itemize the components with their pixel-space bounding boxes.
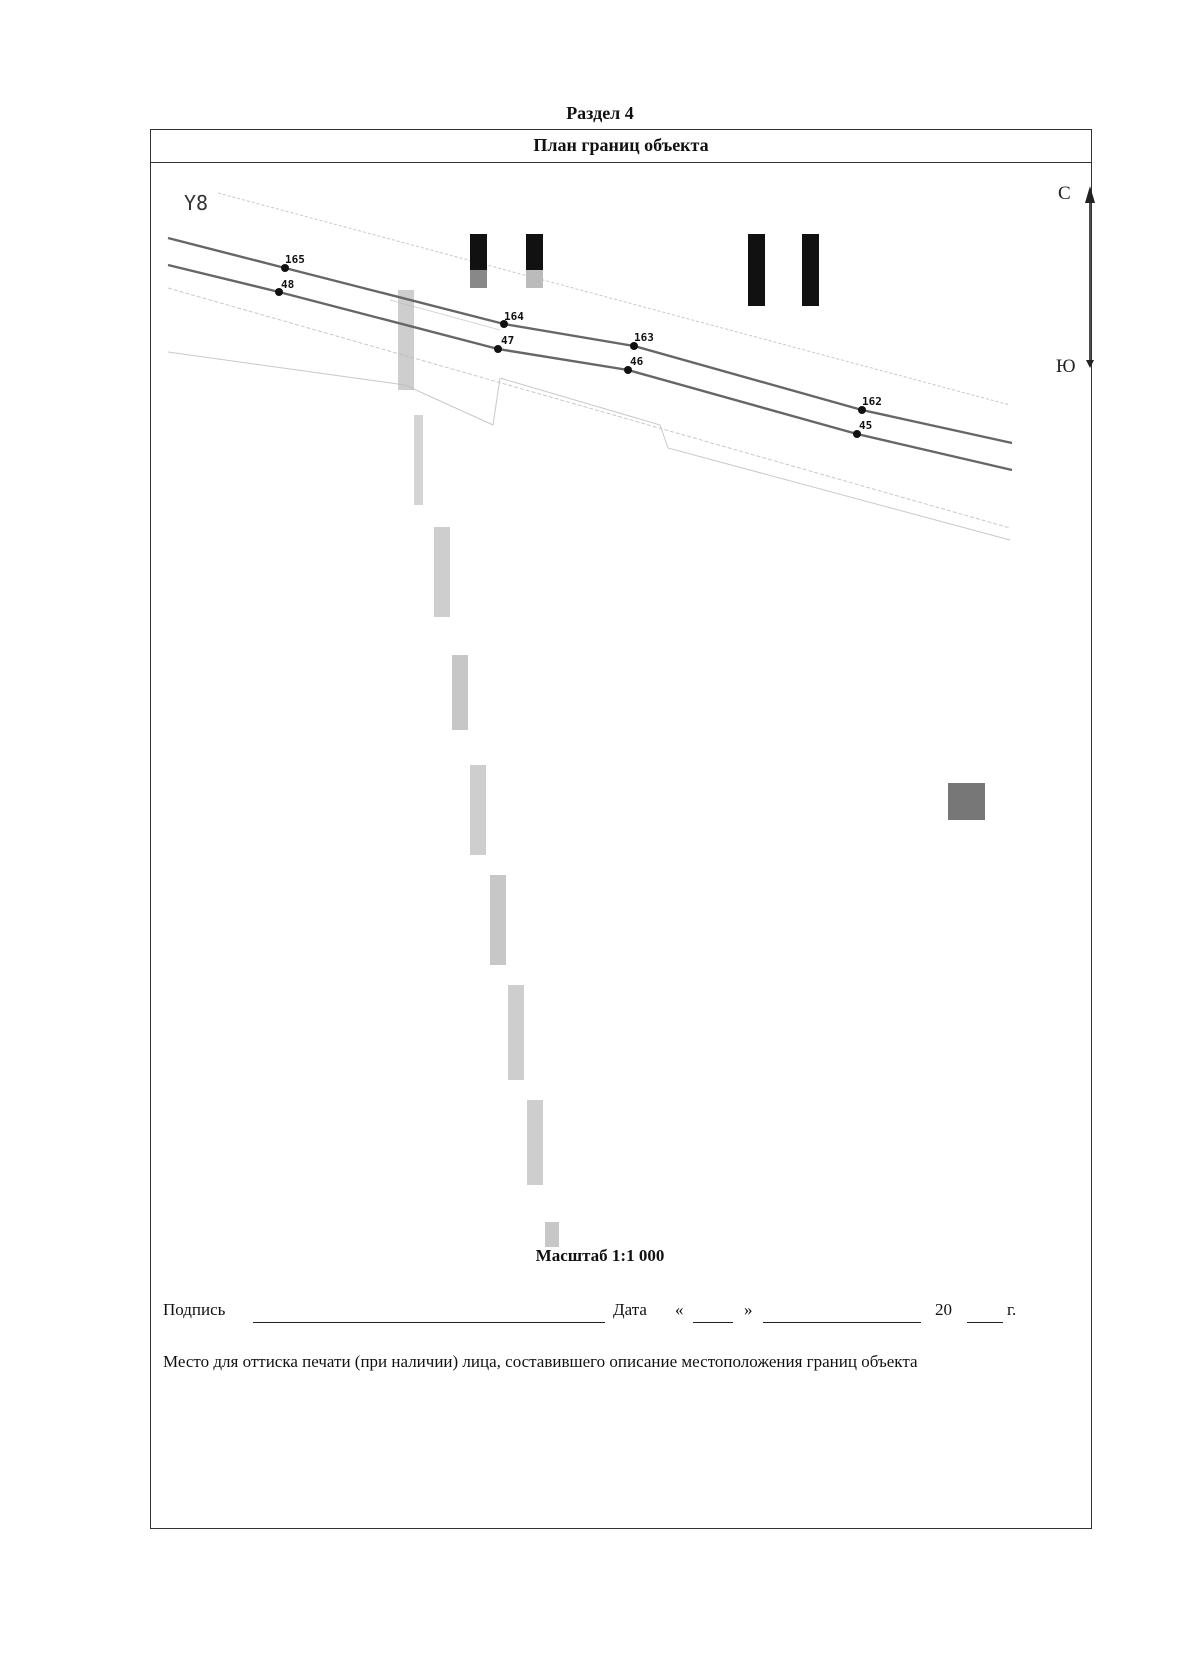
boundary-point-labels: 165 48 164 47 163 46 162 45 <box>281 253 882 432</box>
signature-row: Подпись Дата « » 20 г. <box>163 1300 1083 1328</box>
boundary-point-162 <box>858 406 866 414</box>
date-year-line <box>967 1322 1003 1323</box>
section-label: Раздел 4 <box>566 103 634 123</box>
map-sheet-label: Y8 <box>184 191 208 215</box>
date-year-prefix: 20 <box>935 1300 952 1319</box>
stamp-place-note: Место для оттиска печати (при наличии) л… <box>163 1352 918 1371</box>
scale-label: Масштаб 1:1 000 <box>535 1246 665 1265</box>
compass-south-label: Ю <box>1056 356 1076 377</box>
point-label-163: 163 <box>634 331 654 344</box>
boundary-lines <box>167 236 1013 472</box>
signature-line <box>253 1322 605 1323</box>
point-label-46: 46 <box>630 355 644 368</box>
date-year-suffix: г. <box>1007 1300 1017 1319</box>
point-label-165: 165 <box>285 253 305 266</box>
compass-north-label: С <box>1058 183 1071 204</box>
plan-frame: План границ объекта <box>150 129 1092 1529</box>
background-contours <box>167 192 1011 541</box>
date-open-quote: « <box>675 1300 684 1319</box>
boundary-point-46 <box>624 366 632 374</box>
north-boundary-line <box>167 236 1013 445</box>
date-close-quote: » <box>744 1300 753 1319</box>
boundary-point-165 <box>281 264 289 272</box>
boundary-point-45 <box>853 430 861 438</box>
boundary-point-163 <box>630 342 638 350</box>
boundary-point-164 <box>500 320 508 328</box>
signature-label: Подпись <box>163 1300 226 1319</box>
north-arrow: С Ю <box>1056 183 1095 377</box>
block <box>802 234 819 306</box>
boundary-point-47 <box>494 345 502 353</box>
point-label-164: 164 <box>504 310 524 323</box>
vertical-strip <box>398 290 559 1247</box>
date-label: Дата <box>613 1300 647 1319</box>
block <box>948 783 985 820</box>
map-blocks <box>470 234 985 820</box>
date-month-line <box>763 1322 921 1323</box>
plan-title: План границ объекта <box>151 130 1091 163</box>
date-day-line <box>693 1322 733 1323</box>
block <box>748 234 765 306</box>
boundary-points <box>275 264 866 438</box>
south-boundary-line <box>167 263 1013 472</box>
point-label-162: 162 <box>862 395 882 408</box>
boundary-point-48 <box>275 288 283 296</box>
point-label-48: 48 <box>281 278 294 291</box>
point-label-47: 47 <box>501 334 514 347</box>
point-label-45: 45 <box>859 419 872 432</box>
